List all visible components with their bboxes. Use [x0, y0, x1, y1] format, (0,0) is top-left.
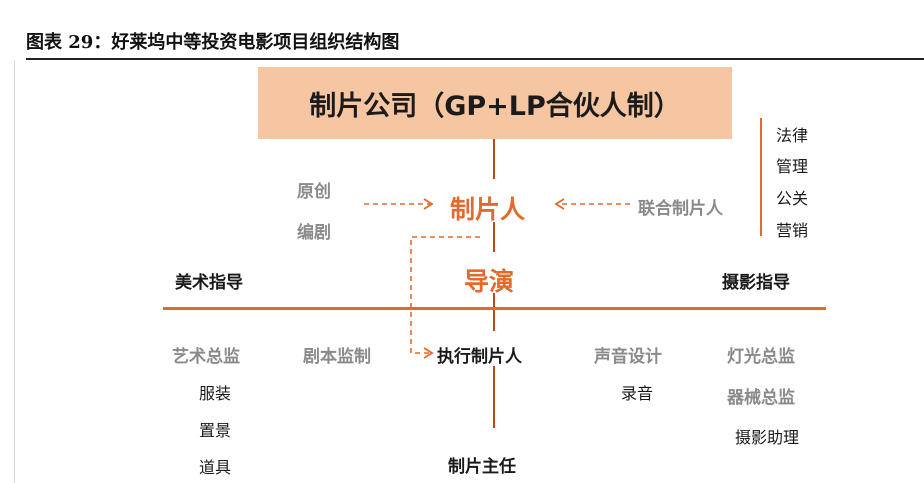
figure-title: 图表 29：好莱坞中等投资电影项目组织结构图 [26, 32, 400, 53]
connector-director-line [493, 293, 495, 331]
producer-node: 制片人 [450, 195, 526, 224]
arrowhead-exec [423, 347, 434, 359]
production-manager-node: 制片主任 [448, 457, 516, 477]
art-director-node: 美术指导 [175, 273, 243, 293]
function-marketing: 营销 [776, 221, 809, 240]
sound-sub-recording: 录音 [621, 384, 654, 403]
script-supervisor-node: 剧本监制 [303, 347, 371, 367]
art-sub-costume: 服装 [199, 384, 232, 403]
art-sub-set: 置景 [199, 421, 232, 440]
arrowhead-left [423, 198, 434, 210]
left-border-rule [14, 60, 15, 483]
connector-exec-manager [493, 366, 495, 428]
art-supervisor-node: 艺术总监 [172, 347, 240, 367]
production-company-box [258, 67, 732, 139]
department-line [163, 307, 826, 310]
arrow-producer-to-exec [410, 236, 480, 354]
lighting-supervisor-node: 灯光总监 [727, 347, 795, 367]
function-pr: 公关 [776, 189, 809, 208]
title-rule [26, 58, 924, 60]
co-producer-node: 联合制片人 [638, 199, 723, 219]
input-original: 原创 [297, 182, 331, 202]
function-legal: 法律 [776, 126, 809, 145]
input-screenwriter: 编剧 [297, 223, 331, 243]
connector-company-producer [493, 139, 495, 179]
director-node: 导演 [464, 267, 515, 296]
sound-design-node: 声音设计 [594, 347, 662, 367]
art-sub-props: 道具 [199, 458, 232, 477]
executive-producer-node: 执行制片人 [437, 347, 522, 367]
equipment-supervisor-node: 器械总监 [727, 388, 795, 408]
production-company-label: 制片公司（GP+LP合伙人制） [309, 91, 681, 122]
photography-director-node: 摄影指导 [722, 273, 790, 293]
arrowhead-right [554, 198, 565, 210]
connector-producer-director [493, 222, 495, 252]
function-management: 管理 [776, 157, 809, 176]
camera-assistant-node: 摄影助理 [735, 428, 800, 447]
functions-bracket-line [760, 118, 762, 236]
